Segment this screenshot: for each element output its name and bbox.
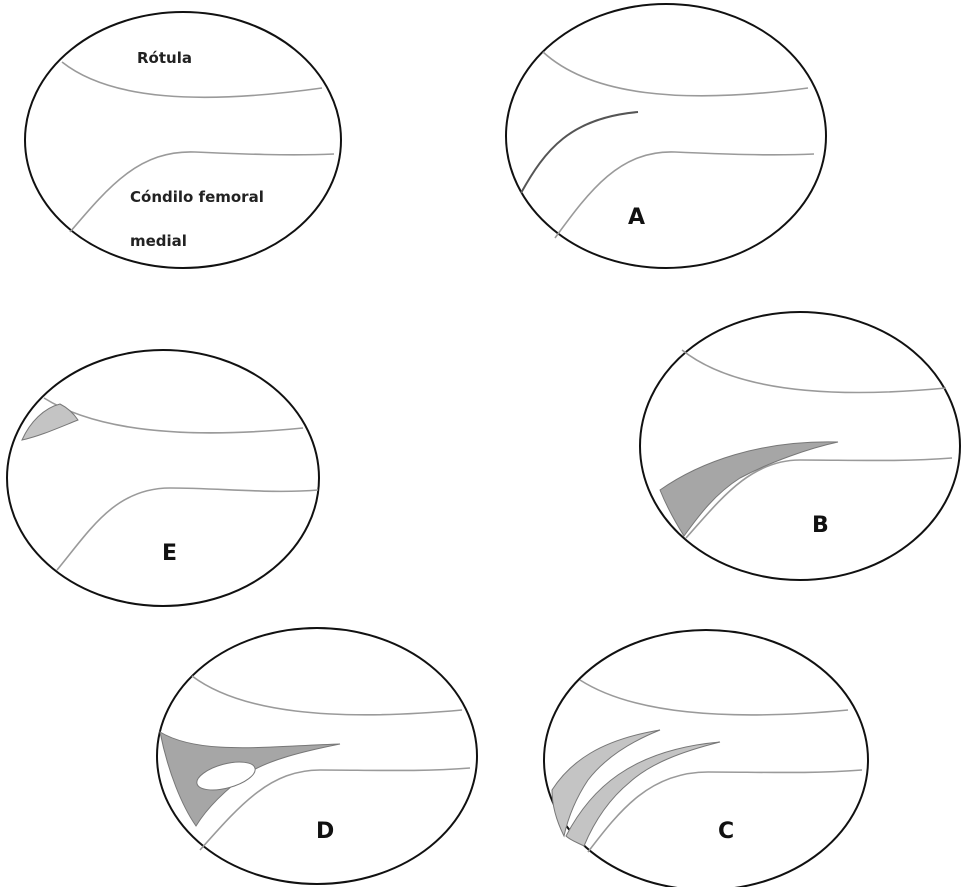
panel-d-plica-shelf <box>159 730 341 827</box>
panel-e-plica <box>21 403 79 441</box>
panel-b-patella-outline <box>681 349 947 394</box>
panel-b-plica-shelf <box>659 441 839 537</box>
panel-d-patella-outline <box>191 675 463 716</box>
panel-a-outline <box>505 3 827 269</box>
patella-outline <box>61 61 323 99</box>
panel-c-outline <box>543 629 869 887</box>
panel-d-plica-window <box>196 761 256 791</box>
panel-c: C <box>543 629 869 887</box>
panel-e-label: E <box>162 541 177 566</box>
femoral-condyle-outline <box>69 151 335 233</box>
condyle-label-line-2: medial <box>130 232 187 250</box>
panel-b-label: B <box>812 513 829 538</box>
panel-c-plica-upper <box>551 729 661 838</box>
panel-c-plica-lower <box>565 741 721 847</box>
panel-a-condyle-outline <box>554 151 815 239</box>
panel-b: B <box>639 311 961 581</box>
panel-d-label: D <box>316 819 334 844</box>
panel-d-outline <box>156 627 478 885</box>
panel-a-label: A <box>628 205 645 230</box>
panel-d-condyle-outline <box>199 767 471 851</box>
panel-c-patella-outline <box>579 679 849 716</box>
panel-e-outline <box>6 349 320 607</box>
condyle-label-line-1: Cóndilo femoral <box>130 188 264 206</box>
panel-c-label: C <box>718 819 734 844</box>
panel-a-plica-line <box>520 111 639 194</box>
panel-a: A <box>505 3 827 269</box>
reference-view-outline <box>24 11 342 269</box>
reference-view: Rótula Cóndilo femoral medial <box>24 11 342 269</box>
panel-e: E <box>6 349 320 607</box>
panel-a-patella-outline <box>542 51 809 97</box>
patella-label: Rótula <box>137 49 192 67</box>
panel-b-condyle-outline <box>685 457 953 539</box>
panel-e-condyle-outline <box>56 487 319 571</box>
panel-c-condyle-outline <box>587 769 863 853</box>
panel-d: D <box>156 627 478 885</box>
